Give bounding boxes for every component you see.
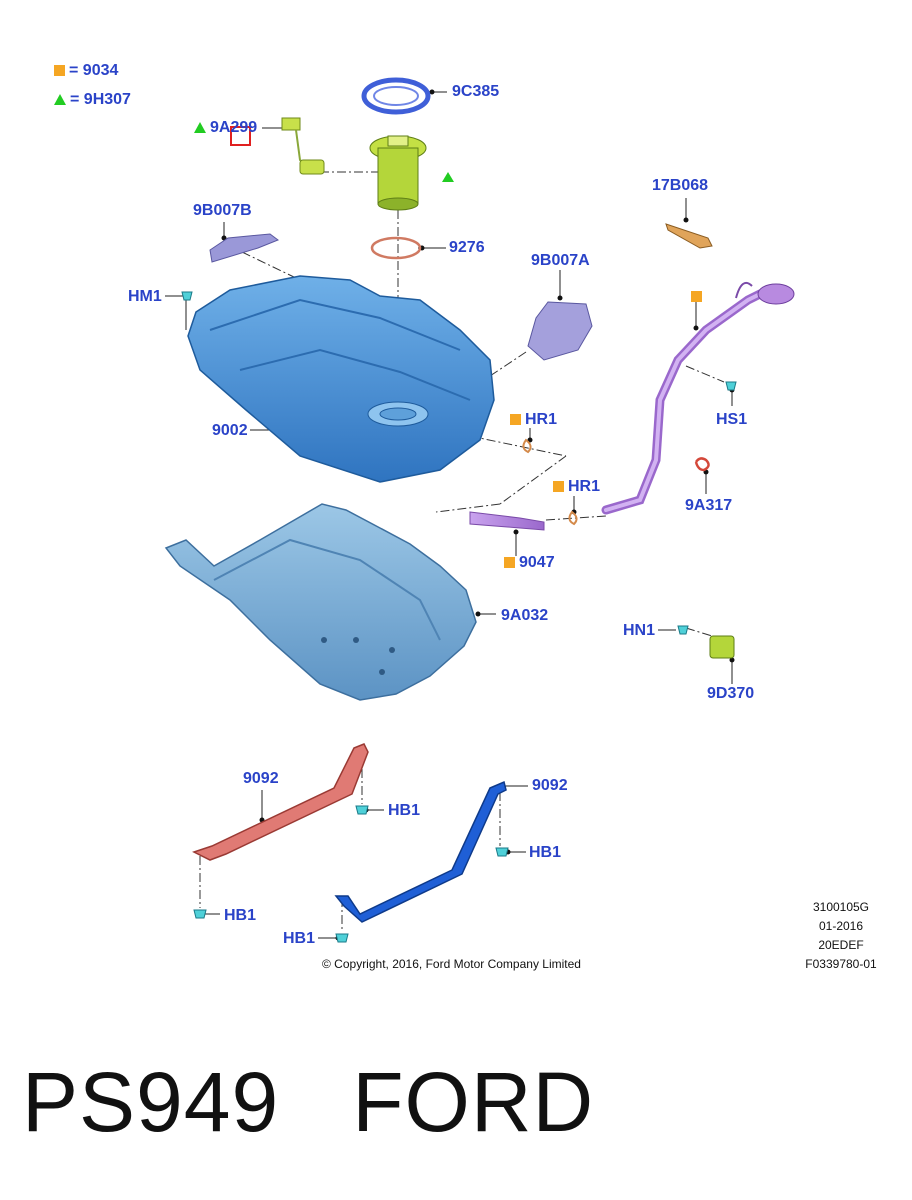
clip-hm1 — [181, 291, 193, 301]
fuel-level-sender-9a299 — [281, 117, 325, 175]
shield-9a032 — [164, 503, 477, 701]
copyright-notice: © Copyright, 2016, Ford Motor Company Li… — [322, 957, 581, 971]
bolt-hb1-b — [495, 847, 509, 857]
label-9092-b: 9092 — [532, 777, 568, 794]
clamp-hr1-b — [568, 510, 578, 526]
label-hb1-b: HB1 — [529, 844, 562, 861]
red-box-highlight — [230, 126, 251, 146]
hose-9047 — [469, 511, 545, 531]
meta-line-4: F0339780-01 — [805, 957, 877, 971]
drawing-meta: 3100105G 01-2016 20EDEF F0339780-01 — [796, 898, 886, 974]
label-9a317: 9A317 — [685, 497, 733, 514]
lock-ring-9c385 — [361, 77, 431, 115]
filler-pipe — [601, 282, 795, 515]
bolt-hb1-a — [355, 805, 369, 815]
label-hb1-d: HB1 — [283, 930, 316, 947]
label-9c385: 9C385 — [452, 83, 500, 100]
label-9276: 9276 — [449, 239, 485, 256]
seal-9276 — [370, 236, 422, 260]
square-marker-filler — [691, 291, 702, 302]
label-hn1: HN1 — [623, 622, 656, 639]
marker-symbols — [230, 126, 702, 302]
part-caption: PS949 FORD — [22, 1055, 595, 1149]
label-9b007b: 9B007B — [193, 202, 252, 219]
label-hs1: HS1 — [716, 411, 748, 428]
part-17b068 — [665, 223, 713, 249]
clamp-hr1-a — [522, 438, 532, 454]
label-hm1: HM1 — [128, 288, 162, 305]
bolt-hb1-d — [335, 933, 349, 943]
square-icon — [504, 557, 515, 568]
part-9d370 — [709, 635, 735, 659]
bolt-hb1-c — [193, 909, 207, 919]
label-9047: 9047 — [504, 554, 555, 572]
label-9a032: 9A032 — [501, 607, 549, 624]
label-9d370: 9D370 — [707, 685, 755, 702]
legend-triangle: = 9H307 — [54, 91, 131, 109]
clip-hs1 — [725, 381, 737, 391]
meta-line-2: 01-2016 — [818, 919, 864, 933]
triangle-marker-pump — [442, 172, 454, 182]
square-icon — [553, 481, 564, 492]
square-icon — [510, 414, 521, 425]
strap-9092-blue — [334, 780, 507, 923]
strap-9092-red — [192, 743, 369, 861]
heat-shield-9b007b — [209, 233, 280, 263]
label-hb1-a: HB1 — [388, 802, 421, 819]
meta-line-1: 3100105G — [812, 900, 870, 914]
label-hr1-a: HR1 — [510, 411, 557, 429]
label-9a299: 9A299 — [194, 119, 257, 137]
meta-line-3: 20EDEF — [818, 938, 864, 952]
heat-shield-9b007a — [527, 301, 593, 361]
triangle-icon — [54, 94, 66, 105]
label-17b068: 17B068 — [652, 177, 709, 194]
label-9002: 9002 — [212, 422, 248, 439]
square-icon — [54, 65, 65, 76]
fuel-pump-module — [369, 135, 427, 211]
clip-hn1 — [677, 625, 689, 635]
label-hr1-b: HR1 — [553, 478, 600, 496]
label-hb1-c: HB1 — [224, 907, 257, 924]
triangle-icon — [194, 122, 206, 133]
label-9b007a: 9B007A — [531, 252, 590, 269]
label-9092-a: 9092 — [243, 770, 279, 787]
legend-square: = 9034 — [54, 62, 118, 80]
fuel-tank-9002 — [187, 275, 495, 483]
part-9a317 — [694, 457, 710, 472]
